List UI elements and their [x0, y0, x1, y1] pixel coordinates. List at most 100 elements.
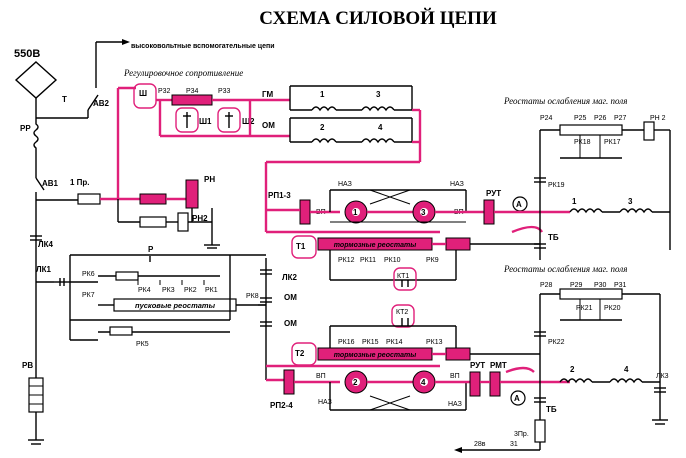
relay-RUT1 [483, 199, 495, 225]
label-P31: Р31 [614, 282, 627, 289]
label-T2: Т2 [295, 349, 305, 358]
label-RK22: РК22 [548, 339, 565, 346]
label-RN2b: РН 2 [650, 115, 666, 122]
label-AB2: АВ2 [93, 99, 110, 108]
label-RK6: РК6 [82, 271, 95, 278]
label-RK10: РК10 [384, 257, 401, 264]
label-RK2: РК2 [184, 287, 197, 294]
fuse-3 [534, 419, 546, 443]
motor-3-num: 3 [421, 208, 426, 217]
ammeter-2-label: A [514, 394, 520, 403]
field-winding-om-2 [311, 138, 337, 144]
label-P32: Р32 [158, 88, 171, 95]
series-field-2-num: 2 [570, 365, 575, 374]
field-winding-om-4 [361, 138, 395, 144]
ammeter-2 [510, 390, 526, 406]
label-LK2: ЛК2 [282, 273, 297, 282]
series-field-3-num: 3 [628, 197, 633, 206]
field-weakening-1-label: Реостаты ослабления маг. поля [503, 96, 627, 106]
label-RK16: РК16 [338, 339, 355, 346]
label-NA3d: НАЗ [448, 401, 462, 408]
braking-rheostats-2-label: тормозные реостаты [334, 352, 416, 359]
motor-2-num: 2 [353, 378, 358, 387]
motor-1-num: 1 [353, 208, 358, 217]
label-RK21: РК21 [576, 305, 593, 312]
label-RN2: РН2 [192, 214, 208, 223]
label-Sh1: Ш1 [199, 117, 212, 126]
field-weakening-resistor-1 [559, 124, 623, 136]
label-KT1: КТ1 [397, 273, 409, 280]
label-fuse3: 3Пр. [514, 431, 529, 438]
label-TB2: ТБ [546, 405, 557, 414]
label-RN: РН [204, 175, 215, 184]
label-OM: ОМ [262, 121, 275, 130]
motor-4-num: 4 [421, 378, 426, 387]
label-TB1: ТБ [548, 233, 559, 242]
label-RK4: РК4 [138, 287, 151, 294]
starting-rheostats-label: пусковые реостаты [135, 301, 216, 310]
label-P26: Р26 [594, 115, 607, 122]
label-wire31: 31 [510, 441, 518, 448]
label-Sh2: Ш2 [242, 117, 255, 126]
label-RK13: РК13 [426, 339, 443, 346]
field-om2-num: 2 [320, 123, 325, 132]
field-weakening-2-label: Реостаты ослабления маг. поля [503, 264, 627, 274]
label-RK7: РК7 [82, 292, 95, 299]
label-AB1: АВ1 [42, 179, 59, 188]
field-winding-gm-1 [311, 106, 337, 112]
label-RUT2: РУТ [470, 361, 485, 370]
field-winding-gm-3 [361, 106, 395, 112]
relay-RP13 [299, 199, 311, 225]
fuse-1 [77, 193, 101, 205]
label-RK9: РК9 [426, 257, 439, 264]
relay-PP-coil [33, 118, 39, 165]
label-RUT1: РУТ [486, 189, 501, 198]
current-arrow-1 [511, 225, 544, 234]
label-RK19: РК19 [548, 182, 565, 189]
label-P30: Р30 [594, 282, 607, 289]
label-RMT: РМТ [490, 361, 507, 370]
label-OM2: ОМ [284, 319, 297, 328]
label-Sh: Ш [139, 89, 147, 98]
label-P24: Р24 [540, 115, 553, 122]
label-RK18: РК18 [574, 139, 591, 146]
label-RK17: РК17 [604, 139, 621, 146]
resistor-P34 [171, 94, 213, 106]
field-gm1-num: 1 [320, 90, 325, 99]
label-T1: Т1 [296, 242, 306, 251]
series-field-4-num: 4 [624, 365, 629, 374]
resistor-RN-series [139, 193, 167, 205]
field-om4-num: 4 [378, 123, 383, 132]
label-RK5: РК5 [136, 341, 149, 348]
supply-voltage: 550В [14, 48, 40, 60]
label-RP24: РП2-4 [270, 401, 293, 410]
label-GM: ГМ [262, 90, 274, 99]
label-RK3: РК3 [162, 287, 175, 294]
label-RK1: РК1 [205, 287, 218, 294]
field-gm3-num: 3 [376, 90, 381, 99]
series-field-1-num: 1 [572, 197, 577, 206]
label-T: Т [62, 95, 67, 104]
label-P33: Р33 [218, 88, 231, 95]
starting-rheostats-block: Р РК6 РК7 РК4 РК3 РК2 РК1 пусковые реост… [69, 245, 259, 348]
shunt-Sh-highlight [133, 83, 157, 109]
label-RV: РВ [22, 361, 33, 370]
label-LK3: ЛК3 [656, 373, 669, 380]
ammeter-1-label: A [516, 200, 522, 209]
label-P27: Р27 [614, 115, 627, 122]
label-P34: Р34 [186, 88, 199, 95]
label-LK4: ЛК4 [38, 240, 53, 249]
current-arrow-2 [505, 366, 535, 374]
label-VP3: ВП [316, 373, 326, 380]
current-collector [14, 61, 58, 118]
label-RK15: РК15 [362, 339, 379, 346]
relay-RP24 [283, 369, 295, 395]
label-VP4: ВП [450, 373, 460, 380]
diagram-title: СХЕМА СИЛОВОЙ ЦЕПИ [259, 7, 497, 29]
label-P29: Р29 [570, 282, 583, 289]
regulating-resistance-label: Регулировочное сопротивление [123, 68, 243, 78]
label-RK14: РК14 [386, 339, 403, 346]
label-LK1: ЛК1 [36, 265, 51, 274]
label-RK11: РК11 [360, 257, 376, 264]
